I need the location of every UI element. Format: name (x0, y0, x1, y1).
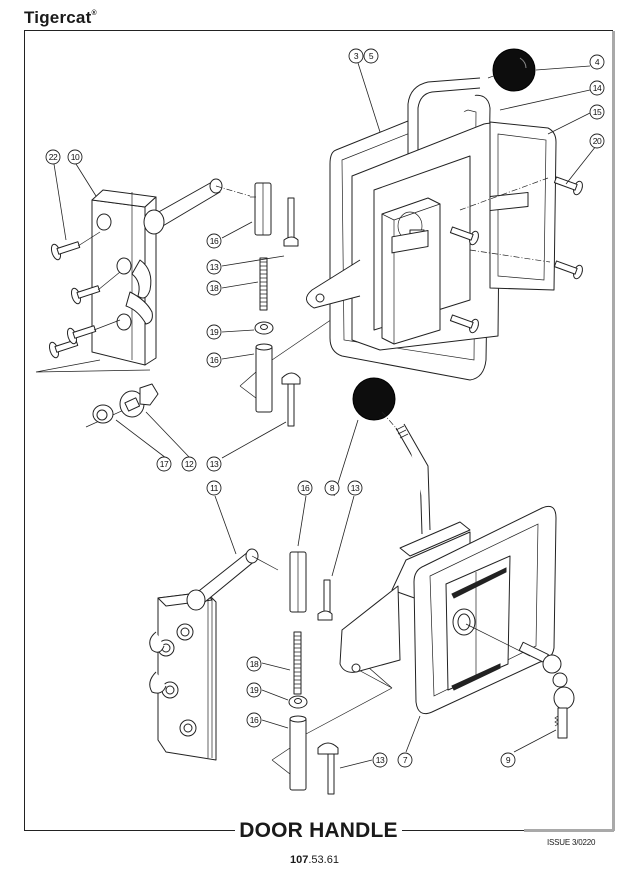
callout-3: 3 (348, 48, 364, 64)
upper-handle-housing (306, 48, 583, 381)
callout-18-upper: 18 (206, 280, 222, 296)
frame-bottom-shade (524, 829, 614, 832)
brand-name: Tigercat (24, 8, 92, 27)
callout-13-upper-bottom: 13 (206, 456, 222, 472)
callout-14: 14 (589, 80, 605, 96)
upper-latch-body (91, 189, 157, 366)
callout-15: 15 (589, 104, 605, 120)
frame-right-edge (612, 31, 615, 831)
callout-label: 17 (160, 459, 169, 469)
callout-label: 12 (185, 459, 194, 469)
frame-bottom-right-rule (402, 830, 614, 832)
upper-bolt-and-nut (35, 359, 159, 428)
page-number-rest: .53.61 (308, 854, 339, 866)
callout-11: 11 (206, 480, 222, 496)
callout-label: 18 (210, 283, 219, 293)
callout-label: 16 (301, 483, 310, 493)
callout-label: 15 (593, 107, 602, 117)
page-number: 107.53.61 (290, 854, 339, 866)
callout-13-upper-top: 13 (206, 259, 222, 275)
callout-16-upper-bottom: 16 (206, 352, 222, 368)
callout-label: 19 (210, 327, 219, 337)
callout-label: 13 (351, 483, 360, 493)
callout-9: 9 (500, 752, 516, 768)
leader-lines (53, 62, 597, 769)
callout-16-lower-bottom: 16 (246, 712, 262, 728)
callout-label: 13 (210, 459, 219, 469)
callout-20: 20 (589, 133, 605, 149)
diagram-frame (24, 30, 613, 831)
callout-22: 22 (45, 149, 61, 165)
callout-label: 4 (595, 57, 600, 67)
callout-label: 16 (210, 355, 219, 365)
callout-13-lower-top: 13 (347, 480, 363, 496)
callout-label: 5 (369, 51, 374, 61)
callout-label: 20 (593, 136, 602, 146)
upper-knob (492, 48, 536, 92)
callout-12: 12 (181, 456, 197, 472)
brand-logo: Tigercat® (24, 8, 97, 28)
callout-7: 7 (397, 752, 413, 768)
upper-rod-linkage (239, 182, 361, 427)
diagram-title: DOOR HANDLE (239, 819, 398, 842)
callout-label: 13 (376, 755, 385, 765)
lower-latch-body (149, 548, 279, 761)
callout-label: 9 (506, 755, 511, 765)
callout-13-lower-bottom: 13 (372, 752, 388, 768)
upper-screws (48, 231, 121, 359)
callout-label: 10 (71, 152, 80, 162)
callout-16-lower-top: 16 (297, 480, 313, 496)
callout-18-lower: 18 (246, 656, 262, 672)
callout-label: 22 (49, 152, 58, 162)
frame-bottom-left-rule (24, 830, 235, 832)
callout-label: 3 (354, 51, 359, 61)
lower-knob (352, 377, 396, 421)
callout-19-upper: 19 (206, 324, 222, 340)
callout-label: 8 (330, 483, 335, 493)
callout-label: 13 (210, 262, 219, 272)
upper-latch-arm (143, 178, 251, 235)
callout-4: 4 (589, 54, 605, 70)
callout-19-lower: 19 (246, 682, 262, 698)
callout-label: 19 (250, 685, 259, 695)
callout-label: 11 (210, 483, 219, 493)
callout-label: 16 (210, 236, 219, 246)
callout-label: 14 (593, 83, 602, 93)
registered-mark: ® (91, 10, 97, 17)
callout-8: 8 (324, 480, 340, 496)
lower-handle-assembly (339, 377, 575, 739)
lower-rod-linkage (271, 551, 393, 795)
callout-17: 17 (156, 456, 172, 472)
callout-label: 7 (403, 755, 408, 765)
callout-16-upper-top: 16 (206, 233, 222, 249)
callout-label: 18 (250, 659, 259, 669)
callout-10: 10 (67, 149, 83, 165)
callout-5: 5 (363, 48, 379, 64)
callout-label: 16 (250, 715, 259, 725)
page-number-section: 107 (290, 854, 309, 866)
issue-code: ISSUE 3/0220 (547, 838, 596, 847)
